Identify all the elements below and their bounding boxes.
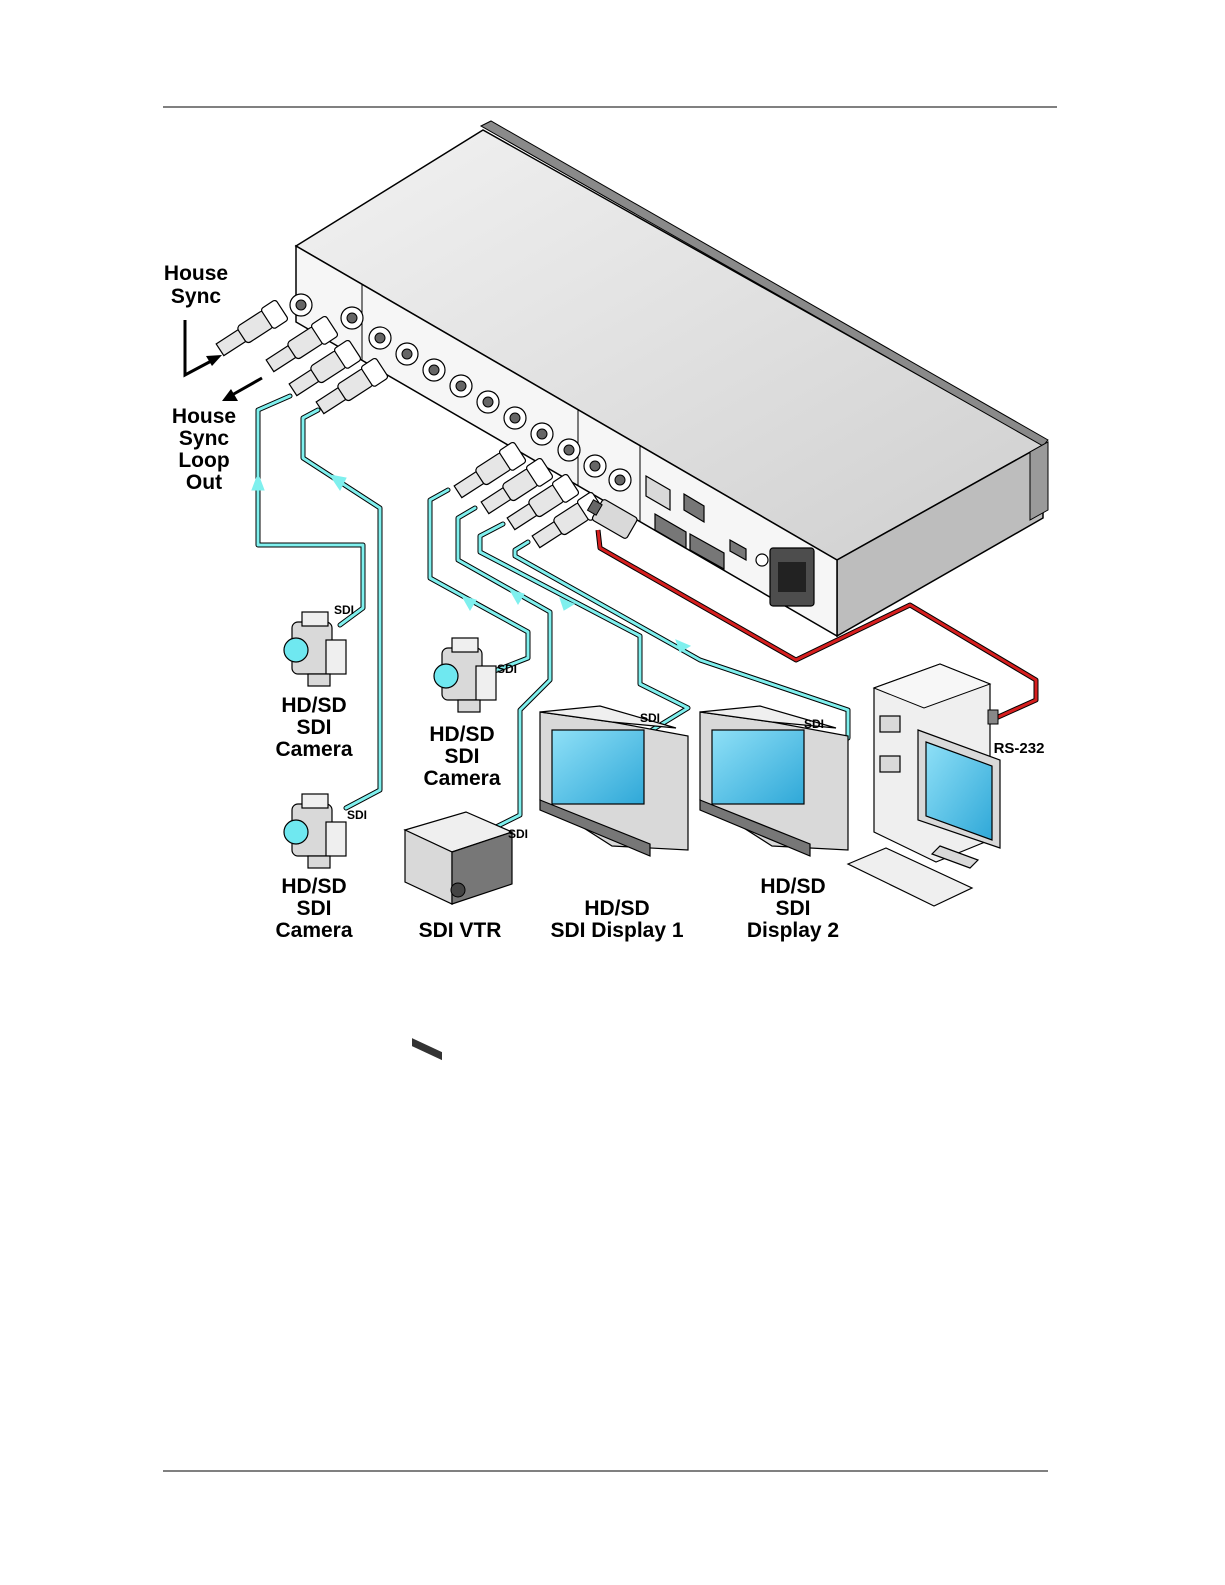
label-camera-1-line-1: HD/SD [281,694,346,717]
label-camera-3-line-3: Camera [423,767,500,790]
chassis-side-ear [1030,442,1048,520]
sdi-switcher-unit [290,121,1048,636]
sdi-tag-display-2: SDI [804,717,824,731]
label-camera-1-line-2: SDI [296,716,331,739]
reset-button[interactable] [756,554,768,566]
camera-3-lens-icon [434,664,458,688]
label-loop-out-line-2: Sync [179,427,230,450]
camera-3-cable-arrow [462,596,476,610]
vtr-knob-icon [451,883,465,897]
label-vtr: SDI VTR [419,919,502,942]
house-sync-in-arrow [185,320,215,375]
label-camera-1-line-3: Camera [275,738,352,761]
label-house-sync-loop-out: House Sync Loop Out [172,405,236,494]
label-camera-2: HD/SD SDI Camera [275,875,352,942]
house-sync-loop-out-arrow [232,378,262,395]
label-house-sync-line-1: House [164,262,228,285]
display-2-screen [712,730,804,804]
camera-1-device [284,612,346,686]
label-house-sync-line-2: Sync [171,285,222,308]
camera-1-cable [258,396,363,625]
label-loop-out-line-3: Loop [178,449,229,472]
label-camera-2-line-1: HD/SD [281,875,346,898]
label-loop-out-line-4: Out [186,471,222,494]
sdi-tag-camera-2: SDI [347,808,367,822]
label-loop-out-line-1: House [172,405,236,428]
sdi-tag-display-1: SDI [640,711,660,725]
label-display-1-line-1: HD/SD [584,897,649,920]
camera-2-device [284,794,346,868]
label-camera-3: HD/SD SDI Camera [423,723,500,790]
label-display-2-line-1: HD/SD [760,875,825,898]
camera-2-cable-arrow [330,475,346,490]
house-sync-in-plug [213,299,288,359]
pc-device [848,664,1000,906]
display-1-screen [552,730,644,804]
label-house-sync: House Sync [164,262,228,308]
label-camera-2-line-2: SDI [296,897,331,920]
label-display-2-line-3: Display 2 [747,919,839,942]
display-1-cable-outline [480,524,688,730]
pc-serial-port-icon [988,710,998,724]
label-display-2-line-2: SDI [775,897,810,920]
vtr-cable-arrow [510,590,524,604]
sdi-tag-camera-3: SDI [497,662,517,676]
camera-1-cable-outline [258,396,363,625]
sdi-tag-vtr: SDI [508,827,528,841]
sdi-tag-camera-1: SDI [334,603,354,617]
camera-3-device [434,638,496,712]
label-display-1-line-2: SDI Display 1 [550,919,683,942]
camera-2-lens-icon [284,820,308,844]
label-display-1: HD/SD SDI Display 1 [550,897,683,942]
label-display-2: HD/SD SDI Display 2 [747,875,839,942]
display-1-cable [480,524,688,730]
label-camera-2-line-3: Camera [275,919,352,942]
display-1-device [540,706,688,856]
camera-1-cable-arrow [252,474,264,490]
label-camera-3-line-1: HD/SD [429,723,494,746]
label-camera-1: HD/SD SDI Camera [275,694,352,761]
display-2-device [700,706,848,856]
label-rs232: RS-232 [994,740,1045,757]
camera-1-lens-icon [284,638,308,662]
label-camera-3-line-2: SDI [444,745,479,768]
